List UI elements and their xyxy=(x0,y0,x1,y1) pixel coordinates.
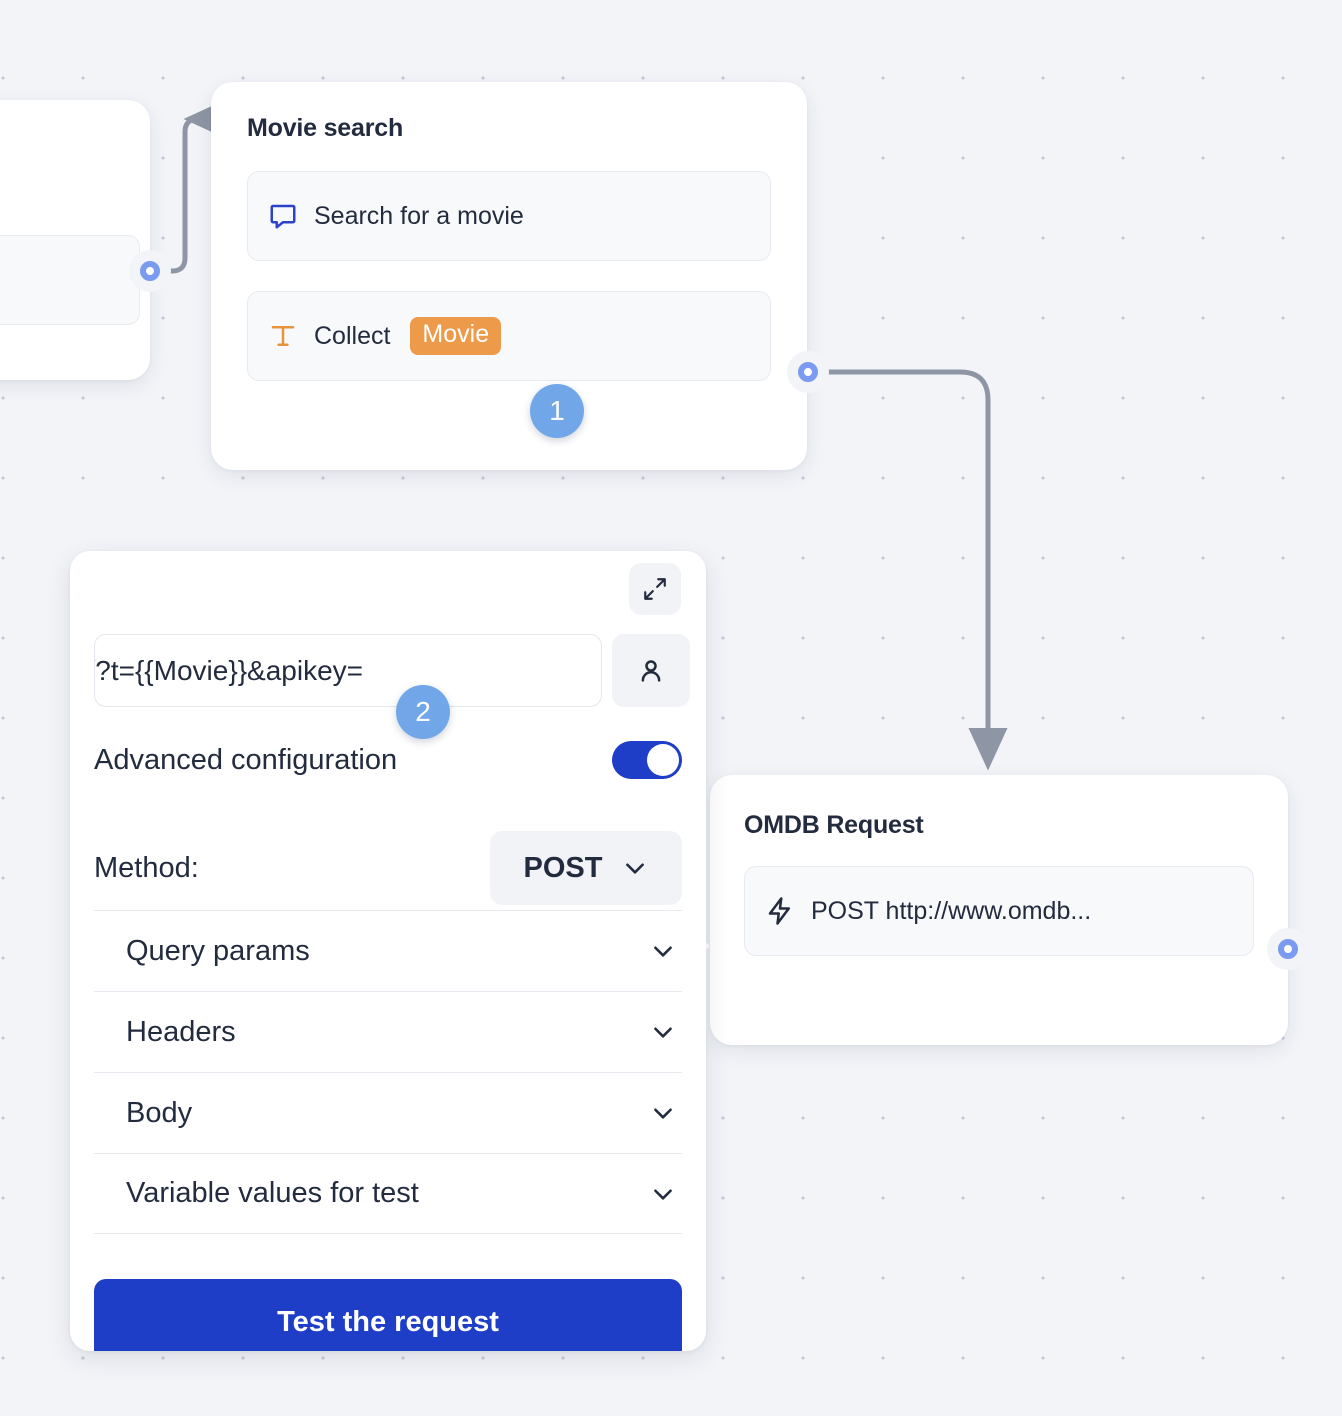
node-title-movie-search: Movie search xyxy=(247,114,404,142)
method-row: Method: POST xyxy=(94,831,682,905)
method-label: Method: xyxy=(94,851,199,884)
chevron-down-icon[interactable] xyxy=(650,1181,676,1207)
row-label-search-for-a-movie: Search for a movie xyxy=(314,201,524,230)
expand-diagonal-icon-button[interactable] xyxy=(629,563,681,615)
accordion-item-variable-values-for-test[interactable]: Variable values for test xyxy=(94,1153,682,1234)
method-select[interactable]: POST xyxy=(490,831,682,905)
accordion-label-body: Body xyxy=(126,1096,193,1129)
accordion-item-query-params[interactable]: Query params xyxy=(94,910,682,991)
user-icon-button[interactable] xyxy=(612,634,690,707)
text-t-icon xyxy=(268,321,298,351)
port-movie-search-output[interactable] xyxy=(791,355,825,389)
chat-bubble-icon xyxy=(268,201,298,231)
node-omdb-request[interactable]: OMDB Request POST http://www.omdb... xyxy=(696,775,1288,1045)
row-post-request[interactable]: POST http://www.omdb... xyxy=(744,866,1254,956)
port-partial-node-output[interactable] xyxy=(133,254,167,288)
advanced-configuration-row: Advanced configuration xyxy=(94,741,682,779)
accordion-item-body[interactable]: Body xyxy=(94,1072,682,1153)
test-the-request-button[interactable]: Test the request xyxy=(94,1279,682,1351)
url-row: pi.com/?t={{Movie}}&apikey= xyxy=(94,634,690,707)
edge-movie-search-to-omdb xyxy=(826,369,1008,771)
accordion-label-headers: Headers xyxy=(126,1015,236,1048)
url-input-value: pi.com/?t={{Movie}}&apikey= xyxy=(94,654,364,686)
partial-node-row xyxy=(0,235,140,325)
row-collect-movie[interactable]: Collect Movie xyxy=(247,291,771,381)
port-omdb-request-output[interactable] xyxy=(1271,932,1305,966)
chevron-down-icon[interactable] xyxy=(650,1019,676,1045)
method-value: POST xyxy=(523,851,603,884)
row-label-post-request: POST http://www.omdb... xyxy=(811,896,1092,925)
accordion-label-variable-values-for-test: Variable values for test xyxy=(126,1177,419,1209)
node-title-omdb-request: OMDB Request xyxy=(744,811,924,839)
chevron-down-icon[interactable] xyxy=(650,938,676,964)
accordion-item-headers[interactable]: Headers xyxy=(94,991,682,1072)
advanced-configuration-toggle[interactable] xyxy=(612,741,682,779)
chevron-down-icon xyxy=(622,855,648,881)
zap-icon xyxy=(765,896,795,926)
row-search-for-a-movie[interactable]: Search for a movie xyxy=(247,171,771,261)
step-badge-1: 1 xyxy=(530,384,584,438)
request-config-panel[interactable]: pi.com/?t={{Movie}}&apikey= Advanced con… xyxy=(70,551,706,1351)
row-label-collect: Collect xyxy=(314,321,391,350)
config-accordion: Query params Headers Body xyxy=(94,910,682,1234)
node-movie-search[interactable]: Movie search Search for a movie Collect … xyxy=(211,82,807,470)
advanced-configuration-label: Advanced configuration xyxy=(94,743,398,776)
variable-badge-movie[interactable]: Movie xyxy=(410,317,502,355)
url-input[interactable]: pi.com/?t={{Movie}}&apikey= xyxy=(94,634,602,707)
chevron-down-icon[interactable] xyxy=(650,1100,676,1126)
partial-offscreen-node[interactable] xyxy=(0,100,150,380)
accordion-label-query-params: Query params xyxy=(126,934,310,967)
edge-partial-to-movie-search xyxy=(164,99,226,274)
step-badge-2: 2 xyxy=(396,685,450,739)
